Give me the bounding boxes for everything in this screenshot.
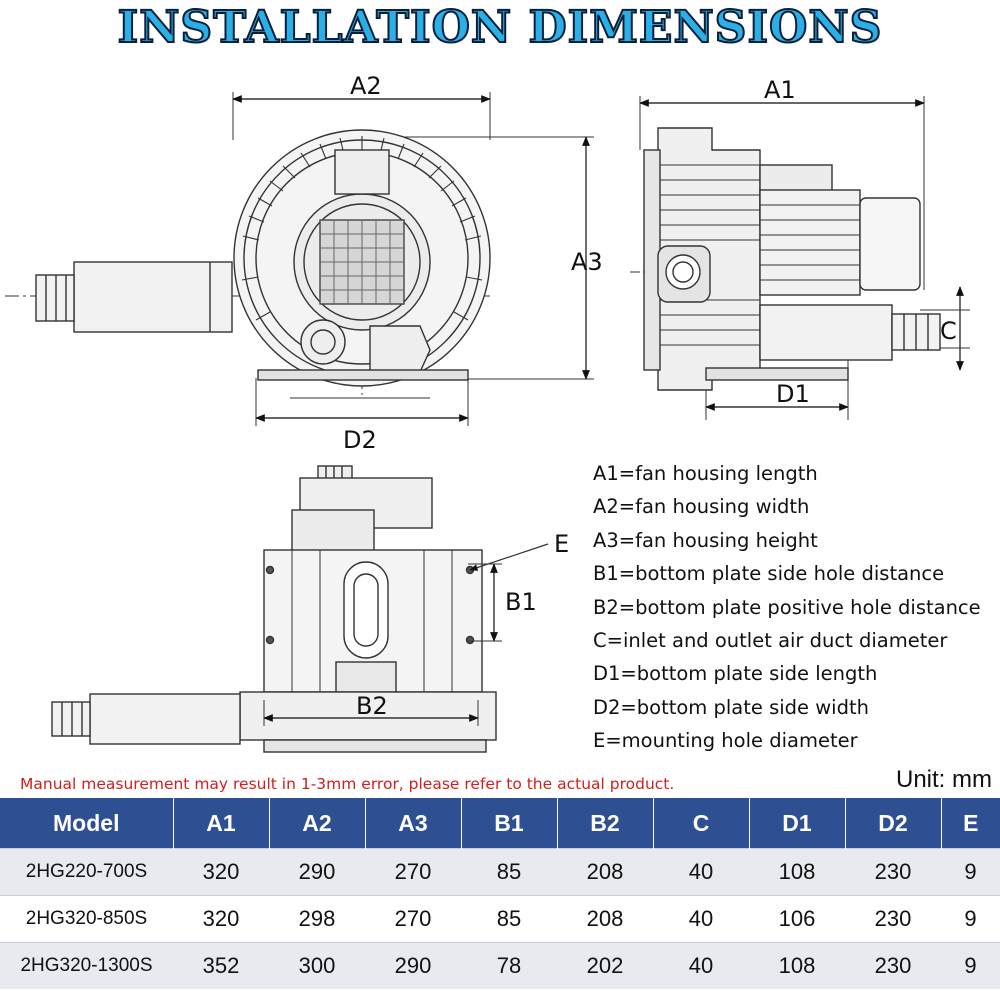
- legend-item-d2: D2=bottom plate side width: [593, 695, 869, 719]
- table-row: 2HG320-850S 320 298 270 85 208 40 106 23…: [0, 895, 1000, 943]
- table-cell: 106: [749, 895, 845, 943]
- column-header: B2: [556, 798, 653, 849]
- table-cell: 230: [845, 848, 941, 896]
- table-cell: 320: [173, 895, 269, 943]
- column-header: A2: [268, 798, 365, 849]
- table-cell: 2HG320-850S: [0, 895, 173, 943]
- legend-item-e: E=mounting hole diameter: [593, 729, 858, 753]
- column-header: C: [652, 798, 749, 849]
- table-cell: 108: [749, 942, 845, 989]
- table-cell: 270: [365, 895, 461, 943]
- label-c: C: [940, 317, 957, 345]
- table-cell: 9: [941, 895, 1000, 943]
- dimension-legend: A1=fan housing length A2=fan housing wid…: [593, 457, 998, 758]
- table-cell: 9: [941, 942, 1000, 989]
- table-cell: 85: [461, 848, 557, 896]
- table-cell: 40: [653, 942, 749, 989]
- table-cell: 352: [173, 942, 269, 989]
- table-cell: 85: [461, 895, 557, 943]
- unit-label: Unit: mm: [896, 766, 992, 793]
- table-cell: 9: [941, 848, 1000, 896]
- table-cell: 230: [845, 895, 941, 943]
- label-b1: B1: [505, 588, 537, 616]
- table-cell: 290: [365, 942, 461, 989]
- legend-item-a1: A1=fan housing length: [593, 462, 818, 485]
- table-cell: 40: [653, 848, 749, 896]
- table-cell: 202: [557, 942, 653, 989]
- page-title: INSTALLATION DIMENSIONS: [117, 1, 883, 54]
- column-header: E: [940, 798, 1000, 849]
- label-d2: D2: [343, 426, 377, 454]
- label-d1: D1: [776, 380, 810, 408]
- table-cell: 270: [365, 848, 461, 896]
- side-view-drawing: [630, 96, 970, 420]
- table-cell: 300: [269, 942, 365, 989]
- label-a1: A1: [764, 76, 796, 104]
- table-cell: 290: [269, 848, 365, 896]
- table-row: 2HG220-700S 320 290 270 85 208 40 108 23…: [0, 848, 1000, 896]
- column-header: B1: [460, 798, 557, 849]
- bottom-view-drawing: [51, 465, 549, 753]
- legend-item-d1: D1=bottom plate side length: [593, 662, 878, 686]
- legend-item-c: C=inlet and outlet air duct diameter: [593, 629, 948, 653]
- label-e: E: [554, 530, 570, 558]
- table-cell: 78: [461, 942, 557, 989]
- table-cell: 320: [173, 848, 269, 896]
- label-a2: A2: [350, 72, 382, 100]
- column-header: D1: [748, 798, 845, 849]
- table-cell: 40: [653, 895, 749, 943]
- table-cell: 298: [269, 895, 365, 943]
- legend-item-b1: B1=bottom plate side hole distance: [593, 562, 945, 586]
- table-cell: 108: [749, 848, 845, 896]
- label-a3: A3: [571, 248, 603, 276]
- table-header-row: Model A1 A2 A3 B1 B2 C D1 D2 E: [0, 798, 1000, 849]
- legend-item-a3: A3=fan housing height: [593, 528, 818, 552]
- installation-drawings: [5, 92, 970, 753]
- legend-item-a2: A2=fan housing width: [593, 495, 810, 519]
- legend-item-b2: B2=bottom plate positive hole distance: [593, 595, 981, 619]
- table-row: 2HG320-1300S 352 300 290 78 202 40 108 2…: [0, 942, 1000, 989]
- column-header: Model: [0, 798, 173, 849]
- dimensions-table: Model A1 A2 A3 B1 B2 C D1 D2 E 2HG220-70…: [0, 798, 1000, 989]
- label-b2: B2: [356, 692, 388, 720]
- column-header: A3: [364, 798, 461, 849]
- front-view-drawing: [5, 92, 594, 426]
- table-cell: 208: [557, 848, 653, 896]
- table-cell: 230: [845, 942, 941, 989]
- table-cell: 2HG220-700S: [0, 848, 173, 896]
- table-cell: 208: [557, 895, 653, 943]
- column-header: A1: [172, 798, 269, 849]
- measurement-note: Manual measurement may result in 1-3mm e…: [20, 775, 675, 793]
- column-header: D2: [844, 798, 941, 849]
- table-cell: 2HG320-1300S: [0, 942, 173, 989]
